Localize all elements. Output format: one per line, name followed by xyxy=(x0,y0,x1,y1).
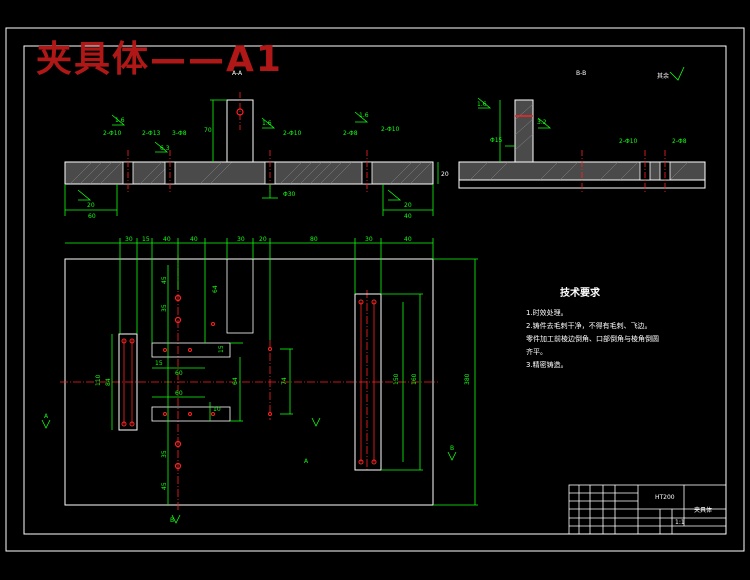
svg-text:20: 20 xyxy=(404,202,412,209)
tech-req-item-2: 2.铸件去毛刺干净，不得有毛刺、飞边。 xyxy=(526,322,652,330)
svg-text:40: 40 xyxy=(163,236,171,243)
svg-text:B: B xyxy=(170,517,174,524)
svg-text:A: A xyxy=(304,458,309,465)
title-block xyxy=(568,484,727,535)
svg-text:45: 45 xyxy=(161,276,168,284)
svg-text:Φ30: Φ30 xyxy=(283,191,296,198)
svg-text:1.6: 1.6 xyxy=(262,120,272,127)
inner-border xyxy=(23,45,727,535)
title-block-material: HT200 xyxy=(655,494,675,501)
svg-text:3-Φ8: 3-Φ8 xyxy=(172,130,187,137)
tech-req-item-3: 零件加工前棱边倒角、口部倒角与棱角倒圆 xyxy=(526,335,659,343)
svg-text:74: 74 xyxy=(281,377,288,385)
svg-text:2-Φ8: 2-Φ8 xyxy=(343,130,358,137)
title-block-scale: 1:1 xyxy=(675,519,685,526)
svg-text:40: 40 xyxy=(190,236,198,243)
svg-text:40: 40 xyxy=(404,236,412,243)
svg-text:60: 60 xyxy=(175,370,183,377)
svg-text:110: 110 xyxy=(95,374,102,386)
svg-text:40: 40 xyxy=(404,213,412,220)
svg-text:30: 30 xyxy=(125,236,133,243)
svg-text:B-B: B-B xyxy=(576,70,586,77)
svg-text:15: 15 xyxy=(155,360,163,367)
svg-text:2-Φ10: 2-Φ10 xyxy=(381,126,400,133)
svg-text:20: 20 xyxy=(87,202,95,209)
svg-text:35: 35 xyxy=(161,450,168,458)
svg-text:A-A: A-A xyxy=(232,70,243,77)
section-b-view: B-B 其余 1.6 Φ15 3.2 2-Φ10 2-Φ8 xyxy=(458,66,706,192)
svg-text:15: 15 xyxy=(142,236,150,243)
svg-text:150: 150 xyxy=(393,373,400,385)
svg-text:3.2: 3.2 xyxy=(537,119,547,126)
svg-text:20: 20 xyxy=(441,171,449,178)
svg-text:1.6: 1.6 xyxy=(359,112,369,119)
svg-text:30: 30 xyxy=(237,236,245,243)
svg-text:其余: 其余 xyxy=(657,72,669,80)
svg-text:70: 70 xyxy=(204,127,212,134)
section-a-view: A-A 20 60 20 40 20 70 Φ30 1.6 1.6 1.6 6.… xyxy=(64,70,449,220)
drawing-title-overlay: 夹具体——A1 xyxy=(36,39,283,80)
svg-text:64: 64 xyxy=(212,285,219,293)
tech-req-item-5: 3.精密铸造。 xyxy=(526,361,568,369)
svg-text:60: 60 xyxy=(88,213,96,220)
svg-text:30: 30 xyxy=(365,236,373,243)
svg-text:2-Φ10: 2-Φ10 xyxy=(283,130,302,137)
svg-text:64: 64 xyxy=(232,377,239,385)
svg-text:84: 84 xyxy=(105,378,112,386)
plan-view: 30 15 40 40 30 20 80 30 40 380 160 150 1… xyxy=(41,236,478,524)
technical-requirements-title: 技术要求 xyxy=(560,288,600,299)
svg-text:2-Φ10: 2-Φ10 xyxy=(619,138,638,145)
svg-text:160: 160 xyxy=(411,373,418,385)
svg-text:45: 45 xyxy=(161,482,168,490)
svg-text:A: A xyxy=(44,413,49,420)
svg-text:2-Φ8: 2-Φ8 xyxy=(672,138,687,145)
svg-text:380: 380 xyxy=(464,373,471,385)
svg-text:35: 35 xyxy=(161,304,168,312)
svg-text:6.3: 6.3 xyxy=(160,145,170,152)
svg-text:B: B xyxy=(450,445,454,452)
svg-text:2-Φ10: 2-Φ10 xyxy=(103,130,122,137)
svg-text:2-Φ13: 2-Φ13 xyxy=(142,130,161,137)
svg-text:80: 80 xyxy=(310,236,318,243)
svg-text:Φ15: Φ15 xyxy=(490,137,503,144)
svg-text:1.6: 1.6 xyxy=(115,117,125,124)
svg-text:10: 10 xyxy=(213,406,221,413)
tech-req-item-4: 齐平。 xyxy=(526,348,547,356)
svg-text:1.6: 1.6 xyxy=(477,101,487,108)
tech-req-item-1: 1.时效处理。 xyxy=(526,309,568,317)
svg-text:60: 60 xyxy=(175,390,183,397)
svg-text:15: 15 xyxy=(218,345,225,353)
outer-border xyxy=(5,27,745,552)
svg-text:20: 20 xyxy=(259,236,267,243)
title-block-name: 夹具体 xyxy=(694,506,712,514)
